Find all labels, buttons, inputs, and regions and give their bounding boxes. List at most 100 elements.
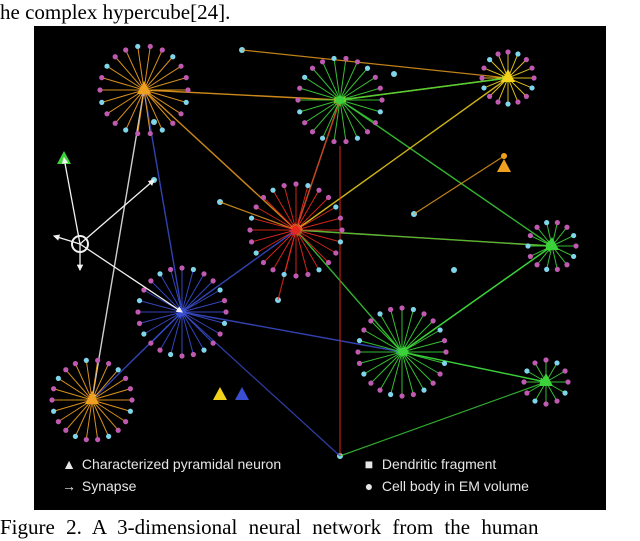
connection-line bbox=[295, 77, 509, 231]
dendritic-node bbox=[354, 59, 361, 65]
figure-caption: Figure 2. A 3-dimensional neural network… bbox=[0, 515, 539, 539]
spoke-line bbox=[65, 369, 93, 401]
dendritic-node bbox=[544, 220, 550, 226]
hub-center bbox=[336, 96, 344, 104]
spoke-line bbox=[401, 313, 425, 353]
spoke-line bbox=[91, 363, 110, 401]
dendritic-node bbox=[361, 327, 367, 333]
spoke-line bbox=[125, 89, 145, 131]
spoke-line bbox=[401, 351, 425, 391]
spoke-line bbox=[65, 399, 93, 431]
spoke-line bbox=[401, 351, 434, 384]
dendritic-node bbox=[253, 204, 259, 210]
dendritic-node bbox=[159, 47, 165, 53]
dendritic-node bbox=[183, 75, 189, 81]
dendritic-node bbox=[170, 120, 176, 126]
spoke-line bbox=[363, 329, 403, 353]
spoke-line bbox=[53, 388, 93, 401]
spoke-line bbox=[333, 58, 341, 101]
dendritic-node bbox=[55, 375, 61, 381]
dendritic-node bbox=[270, 187, 276, 193]
spoke-line bbox=[312, 67, 341, 101]
dot-icon: ● bbox=[364, 478, 374, 494]
dendritic-node bbox=[481, 65, 487, 71]
spoke-line bbox=[143, 56, 174, 91]
dendritic-node bbox=[157, 347, 163, 353]
dendritic-node bbox=[201, 347, 207, 353]
dendritic-node bbox=[178, 63, 184, 69]
dendritic-node bbox=[325, 194, 332, 201]
pyramidal-neuron-triangle bbox=[213, 387, 227, 400]
dendritic-node bbox=[309, 129, 316, 135]
spoke-line bbox=[390, 351, 403, 395]
dendritic-node bbox=[295, 97, 301, 103]
dendritic-node bbox=[190, 351, 196, 358]
dendritic-node bbox=[168, 266, 174, 273]
dendritic-node bbox=[99, 75, 105, 81]
spoke-line bbox=[339, 67, 368, 101]
dendritic-node bbox=[331, 55, 337, 62]
hub-center bbox=[398, 348, 406, 356]
spoke-line bbox=[295, 229, 329, 263]
spoke-line bbox=[359, 340, 403, 353]
dendritic-node bbox=[305, 271, 311, 278]
spoke-line bbox=[339, 76, 376, 101]
dendritic-node bbox=[571, 232, 577, 239]
dendritic-node bbox=[83, 357, 89, 364]
pyramidal-neuron-triangle bbox=[501, 69, 515, 82]
dendritic-node bbox=[190, 266, 196, 273]
spoke-line bbox=[497, 77, 509, 103]
top-text: he complex hypercube[24]. bbox=[0, 0, 231, 24]
dendritic-node bbox=[437, 371, 443, 377]
spoke-line bbox=[181, 311, 221, 335]
dendritic-node bbox=[532, 360, 538, 366]
dendritic-node bbox=[115, 427, 121, 433]
spoke-line bbox=[181, 311, 194, 355]
dendritic-node bbox=[63, 367, 69, 373]
dendritic-node bbox=[525, 243, 531, 249]
dendritic-node bbox=[379, 97, 385, 103]
spoke-line bbox=[295, 206, 337, 231]
spoke-line bbox=[143, 77, 187, 91]
spoke-line bbox=[322, 99, 341, 139]
legend-cellbody: ● Cell body in EM volume bbox=[360, 478, 529, 494]
pyramidal-neuron-triangle bbox=[57, 151, 71, 164]
spoke-line bbox=[390, 309, 403, 353]
dendritic-node bbox=[51, 408, 57, 414]
spoke-line bbox=[170, 269, 183, 313]
dendritic-node bbox=[325, 259, 332, 266]
dendritic-node bbox=[106, 433, 112, 439]
spoke-line bbox=[339, 99, 376, 124]
spoke-line bbox=[143, 49, 163, 91]
connection-line bbox=[339, 75, 510, 101]
pyramidal-neuron-triangle bbox=[497, 159, 511, 172]
spoke-line bbox=[272, 229, 297, 271]
spoke-line bbox=[295, 229, 320, 271]
dendritic-node bbox=[293, 273, 299, 279]
dendritic-node bbox=[148, 340, 154, 346]
dendritic-node bbox=[554, 398, 560, 404]
spoke-line bbox=[263, 197, 297, 231]
spoke-line bbox=[74, 399, 93, 437]
legend-pyramidal-label: Characterized pyramidal neuron bbox=[81, 456, 282, 472]
spoke-line bbox=[139, 311, 183, 324]
dendritic-node bbox=[372, 74, 378, 80]
dendritic-node bbox=[487, 93, 493, 99]
spoke-line bbox=[401, 320, 434, 353]
dendritic-node bbox=[104, 111, 110, 117]
spoke-line bbox=[339, 87, 381, 101]
spoke-line bbox=[91, 377, 126, 401]
dendritic-node bbox=[505, 101, 511, 107]
dendritic-node bbox=[319, 135, 326, 141]
spoke-line bbox=[312, 99, 341, 133]
spoke-line bbox=[159, 311, 183, 351]
dendritic-node bbox=[147, 43, 153, 50]
dendritic-node bbox=[356, 338, 363, 344]
dendritic-node bbox=[437, 327, 443, 333]
dendritic-node bbox=[99, 99, 105, 105]
network-graph bbox=[49, 43, 579, 459]
spoke-line bbox=[379, 351, 403, 391]
dendritic-node bbox=[554, 220, 560, 226]
dendritic-node bbox=[562, 368, 568, 374]
triangle-icon: ▲ bbox=[62, 456, 76, 472]
